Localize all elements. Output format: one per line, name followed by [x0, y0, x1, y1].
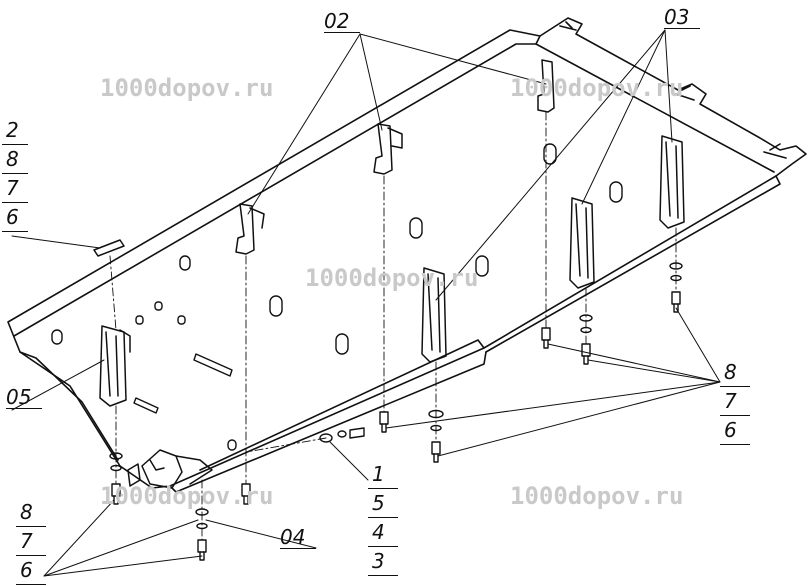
- slot-hole: [179, 255, 191, 271]
- leader-lines: [11, 29, 721, 577]
- bolt: [581, 343, 591, 357]
- callout-02: 02: [324, 10, 360, 33]
- long-slot: [133, 397, 159, 414]
- nut: [319, 433, 333, 443]
- stack-item: 6: [2, 203, 28, 232]
- stack-item: 8: [16, 498, 46, 527]
- bolt: [241, 483, 251, 497]
- callout-05: 05: [6, 386, 42, 409]
- stack-center-bottom: 1 5 4 3: [368, 460, 398, 576]
- stack-left-top: 2 8 7 6: [2, 116, 28, 232]
- washer: [337, 430, 347, 438]
- bolt: [541, 327, 551, 341]
- bolt: [671, 291, 681, 305]
- brackets-02: [235, 59, 555, 255]
- bolt: [431, 441, 441, 455]
- watermark: 1000dopov.ru: [100, 74, 274, 102]
- slot-hole: [51, 329, 63, 345]
- stack-item: 2: [2, 116, 28, 145]
- bracket-05: [99, 325, 131, 407]
- stack-item: 4: [368, 518, 398, 547]
- stack-left-bottom: 8 7 6: [16, 498, 46, 585]
- mounting-holes: [51, 143, 623, 451]
- slot-hole: [335, 333, 349, 355]
- assembly-axes: [109, 111, 677, 541]
- bolt: [111, 483, 121, 497]
- watermark: 1000dopov.ru: [100, 482, 274, 510]
- bolt: [379, 411, 389, 425]
- stack-item: 6: [720, 416, 750, 445]
- callout-04: 04: [280, 526, 316, 549]
- stack-item: 5: [368, 489, 398, 518]
- bolt: [197, 539, 207, 553]
- stack-item: 8: [720, 358, 750, 387]
- long-slot: [193, 353, 233, 377]
- plate-part: [93, 239, 125, 257]
- stack-item: 3: [368, 547, 398, 576]
- small-hole: [154, 301, 163, 311]
- stack-right-mid: 8 7 6: [720, 358, 750, 445]
- small-hole: [135, 315, 144, 325]
- watermark: 1000dopov.ru: [510, 74, 684, 102]
- brackets-03: [421, 135, 685, 363]
- slot-hole: [269, 295, 283, 317]
- watermark: 1000dopov.ru: [305, 264, 479, 292]
- stack-item: 1: [368, 460, 398, 489]
- bracket-04: [127, 449, 213, 489]
- callout-03: 03: [664, 6, 700, 29]
- small-hole: [177, 315, 186, 325]
- stack-item: 7: [16, 527, 46, 556]
- stack-item: 8: [2, 145, 28, 174]
- small-hole: [227, 439, 237, 451]
- stack-item: 7: [720, 387, 750, 416]
- screw: [349, 427, 365, 439]
- slot-hole: [475, 255, 489, 277]
- slot-hole: [409, 217, 423, 239]
- skid-plate: [7, 17, 807, 493]
- watermark: 1000dopov.ru: [510, 482, 684, 510]
- stack-item: 6: [16, 556, 46, 585]
- slot-hole: [609, 181, 623, 203]
- stack-item: 7: [2, 174, 28, 203]
- slot-hole: [543, 143, 557, 165]
